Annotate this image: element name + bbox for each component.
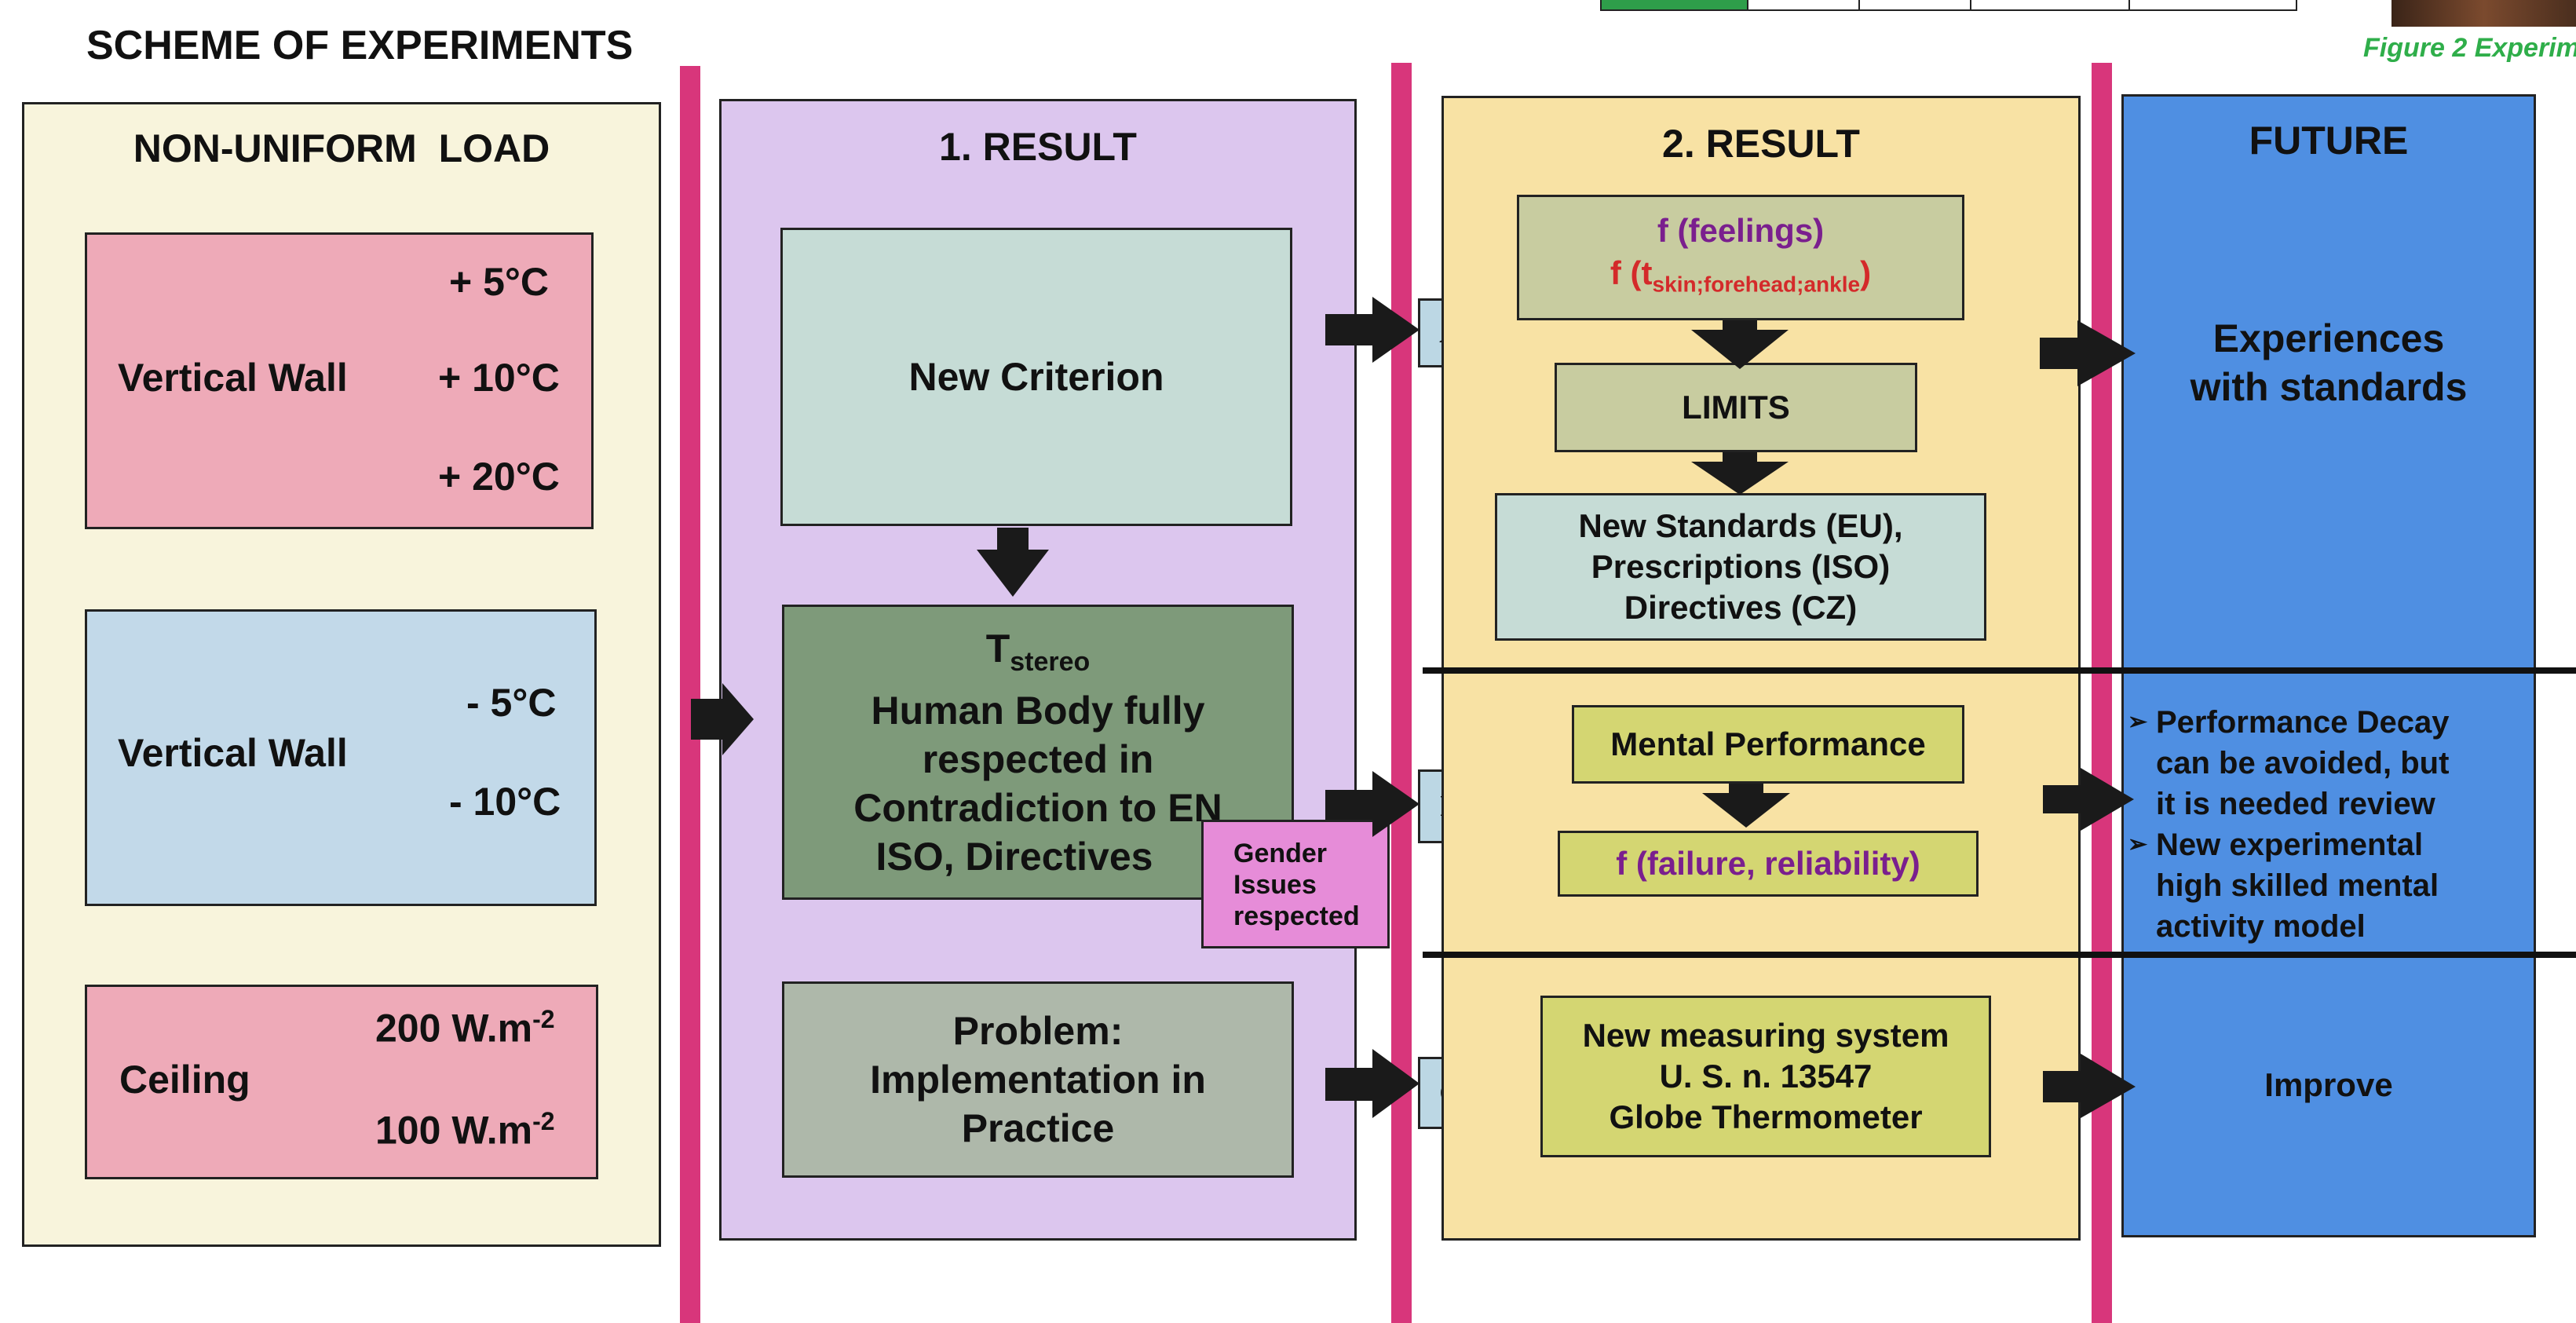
table-cell — [1971, 0, 2130, 9]
skin-temp-text: f (tskin;forehead;ankle) — [1610, 252, 1871, 305]
mental-performance-text: Mental Performance — [1610, 725, 1926, 762]
ceiling-exp-1: -2 — [532, 1005, 555, 1033]
skin-close: ) — [1860, 254, 1872, 291]
ceiling-value-2-text: 100 W.m — [375, 1108, 533, 1153]
problem-box: Problem: Implementation in Practice — [782, 981, 1294, 1178]
future-bullets: ➢ Performance Decay can be avoided, but … — [2128, 702, 2552, 947]
wall-cold-value-1: - 5°C — [466, 681, 557, 725]
vertical-wall-warm-box — [85, 232, 594, 529]
bullet-1-line-1: Performance Decay — [2156, 705, 2450, 740]
tstereo-sub: stereo — [1010, 646, 1091, 677]
bullet-marker-icon: ➢ — [2128, 709, 2148, 735]
feelings-box: f (feelings) f (tskin;forehead;ankle) — [1517, 195, 1964, 320]
table-cell-green — [1602, 0, 1748, 9]
standards-line-1: New Standards (EU), — [1578, 507, 1903, 544]
divider-bar-3 — [2092, 63, 2112, 1323]
result1-header: 1. RESULT — [939, 125, 1137, 169]
bullet-1-line-3: it is needed review — [2156, 787, 2435, 821]
body-line-4: ISO, Directives — [875, 834, 1153, 879]
skin-f: f (t — [1610, 254, 1653, 291]
improve-text: Improve — [2264, 1066, 2393, 1103]
gender-line-2: Issues — [1233, 870, 1317, 900]
ceiling-value-2: 100 W.m-2 — [375, 1107, 555, 1153]
problem-line-1: Problem: — [952, 1009, 1124, 1053]
separator-line-2 — [1423, 952, 2576, 958]
ceiling-value-1: 200 W.m-2 — [375, 1005, 555, 1051]
limits-box: LIMITS — [1555, 363, 1917, 452]
mental-performance-box: Mental Performance — [1572, 705, 1964, 784]
standards-line-2: Prescriptions (ISO) — [1591, 548, 1891, 585]
wall-warm-value-3: + 20°C — [438, 455, 560, 499]
arrow-to-result1-icon — [691, 683, 754, 755]
arrow-to-tag-a-icon — [1325, 297, 1420, 363]
page-title: SCHEME OF EXPERIMENTS — [86, 23, 634, 68]
bullet-item-1: ➢ Performance Decay can be avoided, but … — [2128, 702, 2552, 824]
vertical-wall-cold-label: Vertical Wall — [118, 731, 348, 775]
problem-line-2: Implementation in — [870, 1058, 1206, 1102]
arrow-to-tag-b-icon — [1325, 771, 1420, 837]
body-line-2: respected in — [922, 736, 1154, 781]
skin-sub: skin;forehead;ankle — [1652, 272, 1861, 297]
standards-line-3: Directives (CZ) — [1624, 589, 1858, 626]
divider-bar-1 — [680, 66, 700, 1323]
arrow-down-mental-icon — [1702, 784, 1790, 828]
gender-line-1: Gender — [1233, 839, 1328, 868]
standards-box: New Standards (EU), Prescriptions (ISO) … — [1495, 493, 1986, 641]
new-criterion-text: New Criterion — [908, 355, 1164, 399]
gender-line-3: respected — [1233, 901, 1360, 931]
bullet-2-line-1: New experimental — [2156, 828, 2424, 862]
ceiling-box — [85, 985, 598, 1179]
wall-cold-value-2: - 10°C — [449, 780, 561, 824]
bullet-item-2: ➢ New experimental high skilled mental a… — [2128, 824, 2552, 947]
experiences-text: Experiences with standards — [2121, 314, 2536, 411]
experiences-line-2: with standards — [2190, 365, 2468, 409]
bullet-2-line-3: activity model — [2156, 909, 2366, 944]
arrow-to-improve-icon — [2043, 1054, 2136, 1118]
arrow-to-tag-c-icon — [1325, 1049, 1420, 1118]
ceiling-exp-2: -2 — [532, 1107, 555, 1135]
ceiling-label: Ceiling — [119, 1058, 250, 1102]
failure-reliability-text: f (failure, reliability) — [1616, 845, 1920, 882]
feelings-text: f (feelings) — [1657, 211, 1825, 249]
future-panel — [2121, 94, 2536, 1237]
problem-line-3: Practice — [961, 1106, 1115, 1150]
measuring-system-box: New measuring system U. S. n. 13547 Glob… — [1540, 996, 1991, 1157]
non-uniform-load-header: NON-UNIFORM LOAD — [133, 126, 550, 170]
arrow-down-criterion-icon — [977, 528, 1049, 597]
arrow-down-feelings-icon — [1691, 320, 1789, 369]
vertical-wall-cold-box — [85, 609, 597, 906]
tstereo-T: T — [985, 626, 1010, 671]
arrow-to-bullets-icon — [2043, 768, 2134, 831]
wall-warm-value-1: + 5°C — [449, 260, 550, 304]
result2-header: 2. RESULT — [1662, 122, 1860, 166]
failure-reliability-box: f (failure, reliability) — [1558, 831, 1979, 897]
table-cell — [1748, 0, 1860, 9]
body-line-3: Contradiction to EN — [853, 785, 1222, 830]
separator-line-1 — [1423, 667, 2576, 674]
bullet-1-line-2: can be avoided, but — [2156, 746, 2450, 780]
measuring-line-2: U. S. n. 13547 — [1659, 1058, 1873, 1095]
bullet-marker-icon: ➢ — [2128, 831, 2148, 857]
body-line-1: Human Body fully — [871, 688, 1205, 733]
measuring-line-3: Globe Thermometer — [1609, 1098, 1923, 1135]
gender-issues-box: Gender Issues respected — [1201, 820, 1390, 948]
bullet-2-line-2: high skilled mental — [2156, 868, 2439, 903]
limits-text: LIMITS — [1682, 389, 1790, 426]
arrow-to-experiences-icon — [2040, 320, 2136, 386]
experiences-line-1: Experiences — [2212, 316, 2445, 360]
tstereo-symbol: Tstereo — [986, 624, 1091, 686]
figure-caption: Figure 2 Experim — [2363, 33, 2576, 63]
new-criterion-box: New Criterion — [780, 228, 1292, 526]
table-cell — [1860, 0, 1971, 9]
table-fragment — [1600, 0, 2297, 11]
future-header: FUTURE — [2249, 119, 2409, 163]
arrow-down-limits-icon — [1691, 452, 1789, 495]
divider-bar-2 — [1391, 63, 1412, 1323]
ceiling-value-1-text: 200 W.m — [375, 1006, 533, 1051]
vertical-wall-warm-label: Vertical Wall — [118, 356, 348, 400]
photo-fragment — [2391, 0, 2576, 27]
measuring-line-1: New measuring system — [1582, 1017, 1949, 1054]
wall-warm-value-2: + 10°C — [438, 356, 560, 400]
